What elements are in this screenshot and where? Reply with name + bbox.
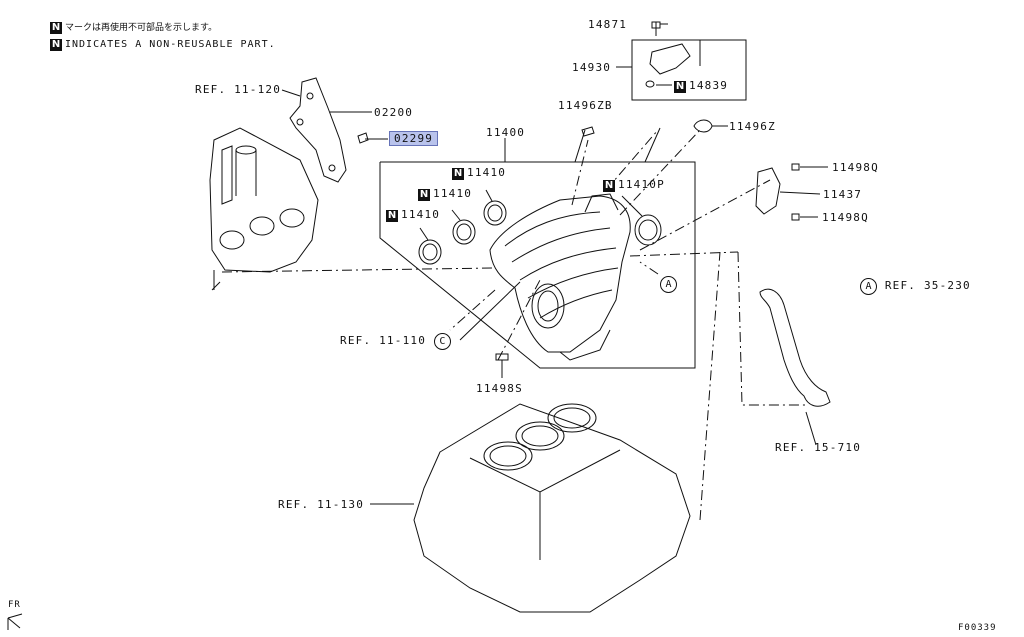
dashed-leaders [221, 129, 805, 521]
cylinder-head-drawing [209, 127, 319, 291]
front-direction-label: FR [8, 600, 21, 610]
part-label-14871[interactable]: 14871 [588, 18, 628, 31]
ref-11-110[interactable]: REF. 11-110 C [340, 333, 451, 350]
non-reusable-icon: N [674, 81, 686, 93]
part-label-11496zb[interactable]: 11496ZB [558, 99, 613, 112]
ref-11-120[interactable]: REF. 11-120 [195, 83, 282, 96]
part-label-11498q-top[interactable]: 11498Q [832, 161, 879, 174]
non-reusable-icon: N [50, 39, 62, 51]
part-label-11437[interactable]: 11437 [823, 188, 863, 201]
ref-15-710[interactable]: REF. 15-710 [775, 441, 862, 454]
bracket-drawing [289, 77, 388, 183]
ref-11-130[interactable]: REF. 11-130 [278, 498, 365, 511]
non-reusable-icon: N [386, 210, 398, 222]
callout-a-on-manifold: A [660, 276, 677, 293]
non-reusable-icon: N [418, 189, 430, 201]
part-label-11496z[interactable]: 11496Z [729, 120, 776, 133]
callout-a: A [860, 278, 877, 295]
part-label-14930[interactable]: 14930 [572, 61, 612, 74]
part-label-11400[interactable]: 11400 [486, 126, 526, 139]
part-label-11498s[interactable]: 11498S [476, 382, 523, 395]
callout-c: C [433, 333, 451, 350]
part-label-02299-highlighted[interactable]: 02299 [389, 131, 439, 146]
non-reusable-icon: N [452, 168, 464, 180]
ref-35-230[interactable]: A REF. 35-230 [860, 278, 971, 295]
part-label-11498q-bottom[interactable]: 11498Q [822, 211, 869, 224]
inset-frame [379, 161, 696, 369]
diagram-code: F00339 [958, 623, 997, 633]
non-reusable-icon: N [603, 180, 615, 192]
intake-manifold-drawing [489, 193, 631, 361]
part-label-02200[interactable]: 02200 [374, 106, 414, 119]
engine-block-drawing [413, 403, 691, 613]
o-rings [418, 189, 662, 265]
non-reusable-icon: N [50, 22, 62, 34]
